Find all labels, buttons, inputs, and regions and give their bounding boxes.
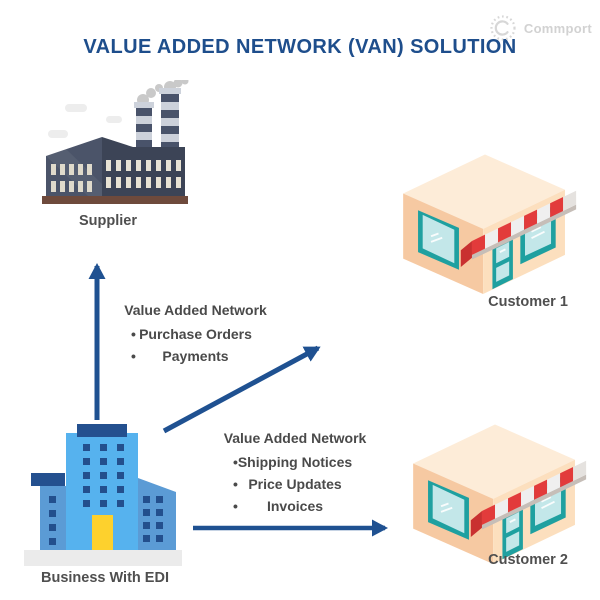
flow-item: Invoices bbox=[215, 497, 375, 516]
business-edi-label: Business With EDI bbox=[41, 570, 169, 586]
flow-text-business-to-customers: Value Added Network Shipping Notices Pri… bbox=[215, 429, 375, 516]
factory-icon bbox=[42, 80, 189, 204]
flow-text-business-to-supplier: Value Added Network Purchase Orders Paym… bbox=[113, 301, 278, 366]
customer2-label: Customer 2 bbox=[488, 552, 568, 568]
flow-heading: Value Added Network bbox=[124, 302, 267, 318]
flow-item: Payments bbox=[113, 347, 278, 366]
flow-heading: Value Added Network bbox=[223, 430, 367, 446]
commport-gear-icon bbox=[490, 15, 516, 41]
office-building-icon bbox=[24, 424, 182, 566]
storefront-icon-customer1 bbox=[403, 154, 577, 294]
supplier-label: Supplier bbox=[78, 213, 137, 229]
flow-item: Price Updates bbox=[215, 475, 375, 494]
customer1-label: Customer 1 bbox=[488, 294, 568, 310]
commport-logo: Commport bbox=[488, 13, 592, 43]
page-title: VALUE ADDED NETWORK (VAN) SOLUTION bbox=[83, 36, 517, 58]
flow-item: Purchase Orders bbox=[113, 325, 278, 344]
flow-item: Shipping Notices bbox=[215, 453, 375, 472]
commport-logo-text: Commport bbox=[523, 20, 592, 36]
storefront-icon-customer2 bbox=[413, 424, 587, 564]
